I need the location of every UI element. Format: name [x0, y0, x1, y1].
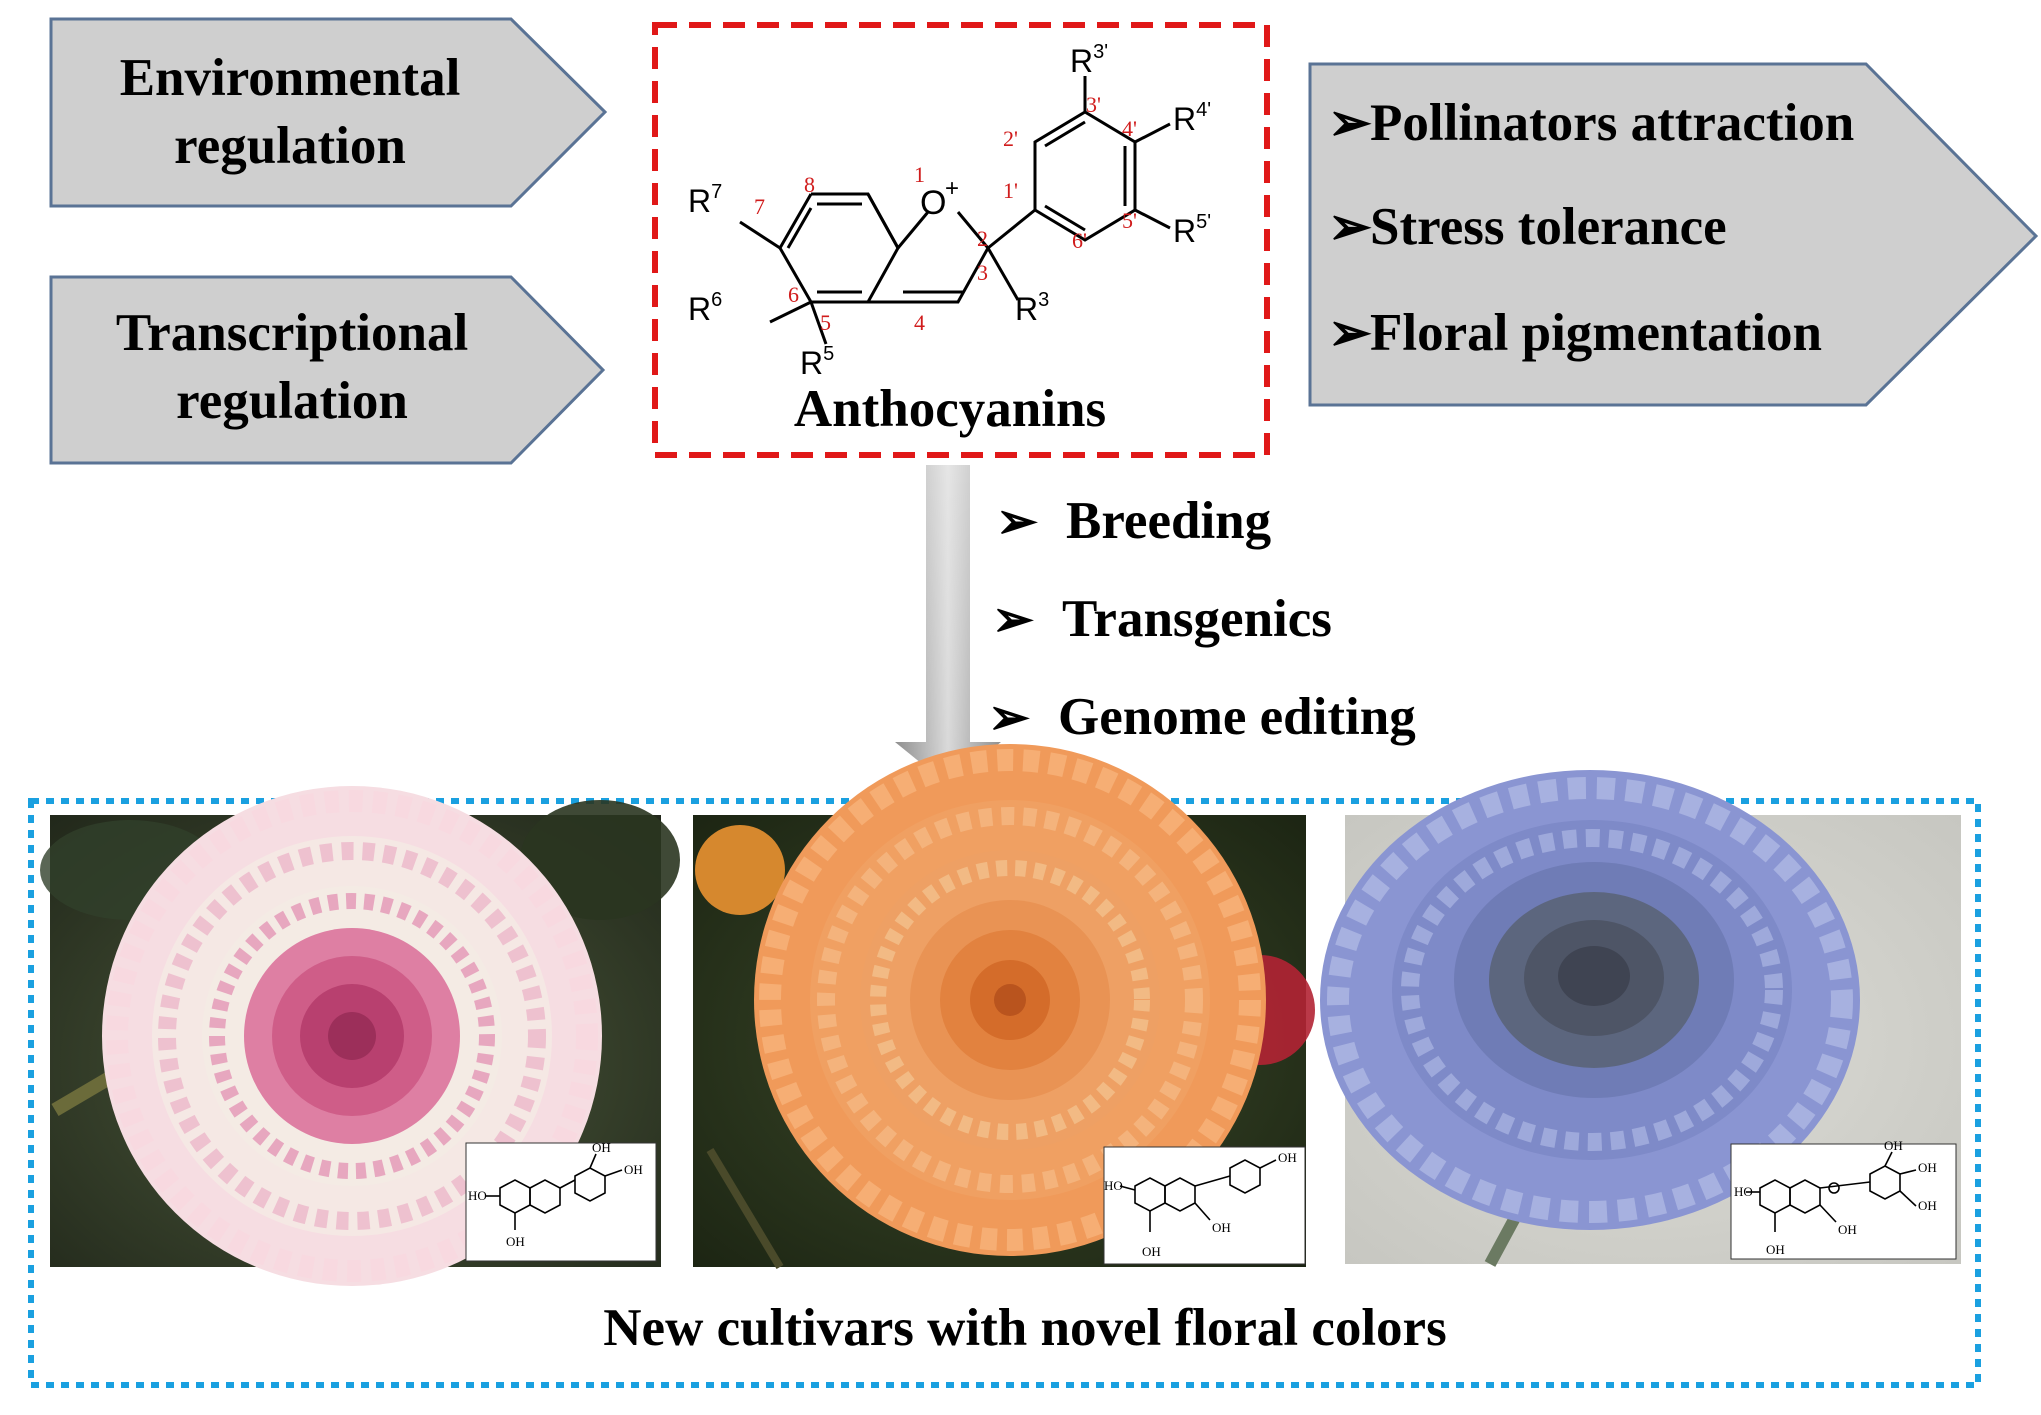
structure-label: HO	[1104, 1178, 1123, 1193]
role-item-1: ➢ Pollinators attraction	[1328, 94, 1854, 152]
structure-label: OH	[506, 1234, 525, 1249]
role-text: Floral pigmentation	[1370, 304, 1822, 362]
bullet-arrow-icon: ➢	[1328, 95, 1372, 152]
r-superscript: 7	[711, 181, 722, 203]
input-arrow-environmental: Environmental regulation	[49, 17, 608, 208]
roles-arrow: ➢ Pollinators attraction ➢ Stress tolera…	[1308, 62, 2039, 407]
r-symbol: R	[1070, 43, 1093, 79]
substituent-r4prime: R4'	[1173, 99, 1211, 137]
position-6prime: 6'	[1072, 228, 1087, 253]
position-5: 5	[820, 310, 831, 335]
position-2: 2	[977, 226, 988, 251]
position-4: 4	[914, 310, 925, 335]
input-label-line1: Environmental	[120, 49, 461, 107]
role-text: Stress tolerance	[1370, 198, 1727, 256]
structure-label: OH	[1212, 1220, 1231, 1235]
r-superscript: 3	[1038, 289, 1049, 311]
position-3prime: 3'	[1086, 92, 1101, 117]
cultivars-dotted-border	[28, 798, 1981, 1388]
role-item-2: ➢ Stress tolerance	[1328, 198, 1727, 256]
role-text: Pollinators attraction	[1370, 94, 1854, 152]
position-4prime: 4'	[1122, 116, 1137, 141]
molecule-title: Anthocyanins	[794, 380, 1106, 438]
down-arrow	[895, 465, 1001, 785]
substituent-r5: R5	[800, 343, 834, 381]
method-text: Breeding	[1066, 492, 1271, 550]
position-5prime: 5'	[1122, 208, 1137, 233]
method-text: Genome editing	[1058, 688, 1416, 746]
structure-label: OH	[1766, 1242, 1785, 1257]
position-3: 3	[977, 260, 988, 285]
structure-label: OH	[624, 1162, 643, 1177]
anthocyanin-structure-inset: OH OH OH HO OH OH	[1730, 1138, 1957, 1260]
r-symbol: R	[688, 291, 711, 327]
bullet-arrow-icon: ➢	[988, 689, 1030, 745]
structure-label: OH	[1838, 1222, 1857, 1237]
input-label-line1: Transcriptional	[116, 304, 468, 362]
bullet-arrow-icon: ➢	[1328, 199, 1372, 256]
anthocyanin-structure-inset: OH OH HO OH	[465, 1140, 657, 1262]
position-numbers: 1 2 3 4 5 6 7 8 1' 2' 3' 4' 5' 6'	[754, 92, 1137, 335]
substituent-r3: R3	[1015, 289, 1049, 327]
r-symbol: R	[1173, 213, 1196, 249]
structure-label: OH	[1278, 1150, 1297, 1165]
structure-label: OH	[1918, 1198, 1937, 1213]
method-text: Transgenics	[1062, 590, 1332, 648]
r-superscript: 3'	[1093, 41, 1108, 63]
substituent-r6: R6	[688, 289, 722, 327]
input-label-line2: regulation	[174, 117, 406, 175]
input-arrow-transcriptional: Transcriptional regulation	[49, 275, 606, 465]
position-8: 8	[804, 172, 815, 197]
substituent-r7: R7	[688, 181, 722, 219]
structure-label: OH	[1884, 1138, 1903, 1153]
arrow-shape	[1308, 62, 2039, 407]
position-6: 6	[788, 282, 799, 307]
anthocyanin-structure-inset: OH HO OH OH	[1103, 1146, 1306, 1265]
r-symbol: R	[1173, 101, 1196, 137]
r-superscript: 5	[823, 343, 834, 365]
position-7: 7	[754, 194, 765, 219]
anthocyanin-structure-box: O + R3' R4' R5' R7 R6 R5 R3 1 2 3 4 5 6 …	[652, 22, 1270, 458]
flower-photo-pink: OH OH HO OH	[40, 786, 680, 1286]
role-item-3: ➢ Floral pigmentation	[1328, 304, 1822, 362]
r-superscript: 4'	[1196, 99, 1211, 121]
flower-photo-orange: OH HO OH OH	[693, 744, 1315, 1270]
position-2prime: 2'	[1003, 126, 1018, 151]
flower-photo-blue: OH OH OH HO OH OH	[1320, 770, 1961, 1267]
structure-label: HO	[1734, 1184, 1753, 1199]
position-1prime: 1'	[1003, 178, 1018, 203]
structure-label: OH	[592, 1140, 611, 1155]
structure-label: OH	[1918, 1160, 1937, 1175]
arrow-shape	[49, 275, 606, 465]
method-item-3: ➢ Genome editing	[988, 688, 1416, 746]
substituent-r3prime: R3'	[1070, 41, 1108, 79]
molecule-dashed-border	[652, 22, 1270, 458]
arrow-shape	[49, 17, 608, 208]
bullet-arrow-icon: ➢	[992, 591, 1034, 647]
r-symbol: R	[688, 183, 711, 219]
position-1: 1	[914, 162, 925, 187]
flavylium-skeleton	[739, 76, 1171, 345]
methods-list: ➢ Breeding ➢ Transgenics ➢ Genome editin…	[988, 492, 1416, 746]
r-superscript: 5'	[1196, 211, 1211, 233]
input-label-line2: regulation	[176, 372, 408, 430]
structure-label: OH	[1142, 1244, 1161, 1259]
r-symbol: R	[1015, 291, 1038, 327]
cultivars-caption: New cultivars with novel floral colors	[603, 1299, 1446, 1357]
method-item-1: ➢ Breeding	[996, 492, 1271, 550]
bullet-arrow-icon: ➢	[1328, 305, 1372, 362]
structure-label: HO	[468, 1188, 487, 1203]
r-symbol: R	[800, 345, 823, 381]
method-item-2: ➢ Transgenics	[992, 590, 1332, 648]
bullet-arrow-icon: ➢	[996, 493, 1038, 549]
substituent-r5prime: R5'	[1173, 211, 1211, 249]
oxygen-charge: +	[945, 175, 959, 202]
ring-oxygen: O	[920, 184, 946, 222]
r-superscript: 6	[711, 289, 722, 311]
